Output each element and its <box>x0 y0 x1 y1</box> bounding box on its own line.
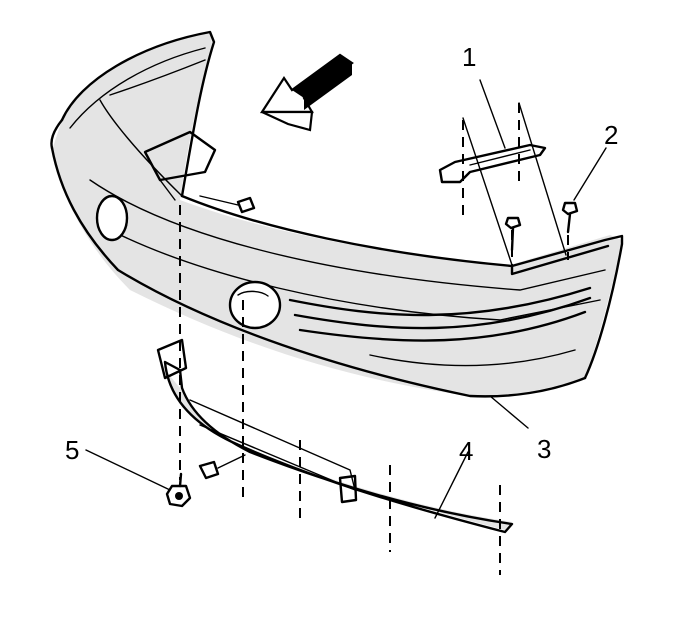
callout-5: 5 <box>65 435 79 465</box>
bumper-fascia <box>50 30 624 429</box>
push-pin-fasteners <box>504 147 607 252</box>
callout-3: 3 <box>537 434 551 464</box>
air-deflector <box>156 338 514 534</box>
callout-4: 4 <box>459 436 473 466</box>
callout-2: 2 <box>604 120 618 150</box>
callout-1: 1 <box>462 42 476 72</box>
direction-arrow-icon <box>259 53 354 132</box>
bolt <box>85 449 192 508</box>
bumper-bracket <box>438 79 547 184</box>
alignment-lines <box>179 102 569 575</box>
